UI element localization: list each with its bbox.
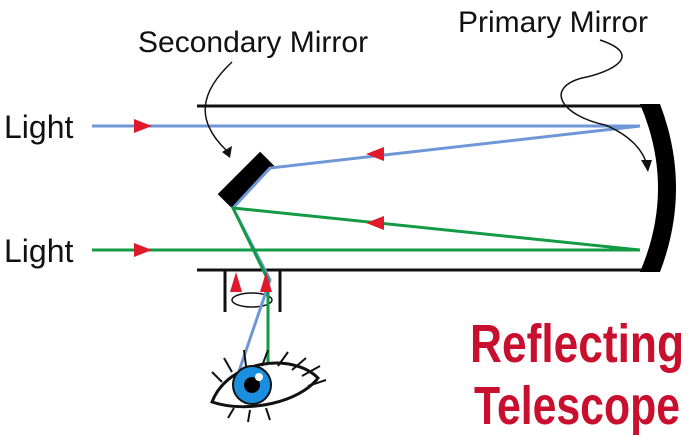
diagram-title-line2: Telescope	[474, 376, 680, 436]
secondary-mirror-label: Secondary Mirror	[138, 26, 368, 59]
primary-mirror	[640, 104, 676, 272]
arrow-green-return	[366, 216, 384, 230]
secondary-mirror-leader-arrowhead	[222, 146, 232, 158]
secondary-mirror	[217, 151, 275, 209]
blue-ray	[92, 124, 641, 381]
secondary-mirror-leader	[204, 61, 233, 151]
light-rays	[92, 124, 641, 381]
green-ray	[92, 206, 641, 380]
primary-mirror-leader	[560, 39, 647, 163]
arrow-blue-return	[366, 147, 384, 161]
light-label-bottom: Light	[4, 233, 74, 269]
direction-arrows	[134, 119, 384, 292]
primary-mirror-leader-arrowhead	[641, 160, 652, 172]
arrow-eyepiece-left	[230, 272, 242, 292]
arrow-bottom-incoming	[134, 243, 152, 257]
arrow-eyepiece-right	[260, 272, 272, 292]
eye	[210, 349, 327, 423]
diagram-title-line1: Reflecting	[470, 314, 684, 374]
eyelashes	[211, 349, 327, 423]
arrow-top-incoming	[134, 119, 152, 133]
eyepiece-lens	[231, 292, 273, 308]
telescope-tube	[197, 104, 652, 312]
eye-pupil	[244, 377, 260, 393]
primary-mirror-label: Primary Mirror	[458, 6, 648, 39]
eye-highlight	[255, 373, 263, 381]
light-label-top: Light	[4, 109, 74, 145]
